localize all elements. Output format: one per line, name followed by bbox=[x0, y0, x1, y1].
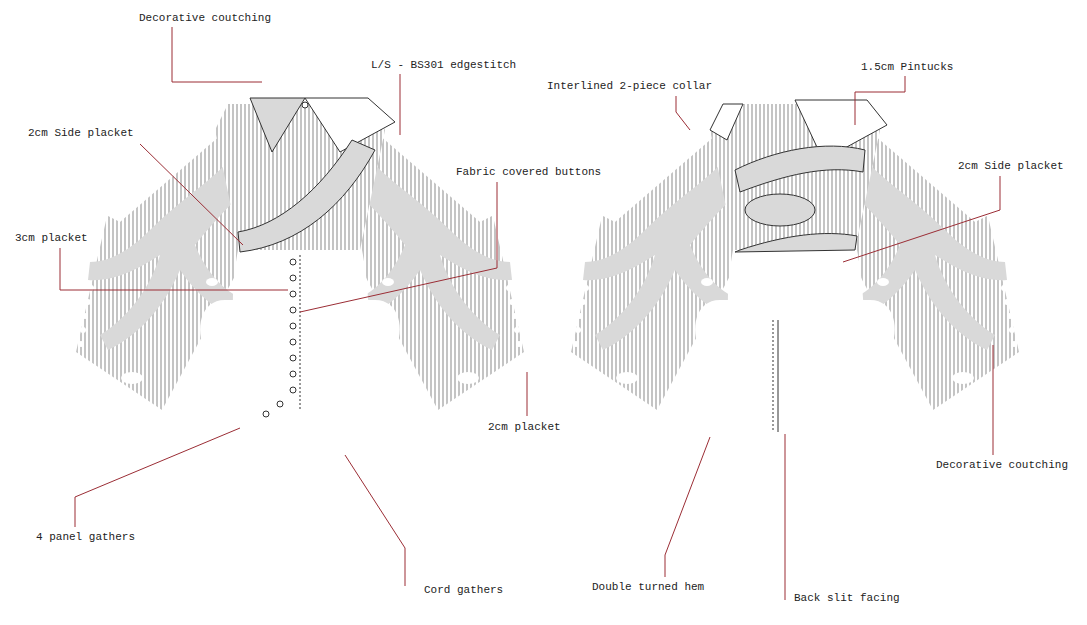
front-view-part bbox=[290, 275, 296, 281]
front-view-part bbox=[300, 255, 301, 410]
leader-lines-part bbox=[665, 437, 710, 577]
back-view-part bbox=[571, 104, 1019, 475]
leader-lines-part bbox=[843, 176, 1000, 262]
back-view-part bbox=[773, 320, 774, 432]
front-view-part bbox=[250, 98, 305, 152]
leader-lines-part bbox=[75, 428, 240, 527]
front-view-part bbox=[302, 102, 308, 108]
front-view-part bbox=[290, 339, 296, 345]
leader-lines-part bbox=[527, 372, 528, 416]
back-view-part bbox=[778, 320, 779, 432]
front-view-part bbox=[290, 307, 296, 313]
callout-label: Double turned hem bbox=[591, 580, 705, 594]
callout-label: Cord gathers bbox=[423, 583, 504, 597]
front-view-part bbox=[290, 387, 296, 393]
callout-label: 4 panel gathers bbox=[35, 530, 136, 544]
back-view-part bbox=[710, 104, 743, 140]
front-view-part bbox=[290, 355, 296, 361]
leader-lines-part bbox=[300, 182, 497, 312]
back-view bbox=[571, 100, 1019, 475]
callout-label: Interlined 2-piece collar bbox=[546, 79, 713, 93]
leader-lines-part bbox=[676, 96, 690, 130]
leader-lines-part bbox=[345, 455, 405, 586]
callout-label: Decorative coutching bbox=[138, 11, 272, 25]
callout-label: 2cm placket bbox=[487, 420, 562, 434]
leader-lines-part bbox=[785, 434, 786, 600]
front-view-part bbox=[290, 291, 296, 297]
front-view-part bbox=[290, 259, 296, 265]
leader-lines-part bbox=[855, 76, 905, 125]
callout-label: 2cm Side placket bbox=[957, 159, 1065, 173]
front-view bbox=[76, 98, 524, 475]
callout-label: Fabric covered buttons bbox=[455, 165, 602, 179]
leader-lines-part bbox=[993, 345, 994, 455]
front-view-part bbox=[238, 140, 375, 252]
front-view-part bbox=[290, 371, 296, 377]
callout-label: 3cm placket bbox=[14, 231, 89, 245]
leader-lines-part bbox=[172, 27, 262, 82]
callout-label: L/S - BS301 edgestitch bbox=[370, 58, 517, 72]
callout-label: 2cm Side placket bbox=[27, 126, 135, 140]
front-view-part bbox=[263, 411, 269, 417]
leader-lines-part bbox=[140, 144, 243, 245]
back-view-part bbox=[735, 146, 865, 192]
leader-lines bbox=[60, 27, 1000, 600]
back-view-part bbox=[735, 234, 857, 252]
leader-lines-part bbox=[400, 74, 401, 135]
front-view-part bbox=[277, 401, 283, 407]
front-view-part bbox=[290, 323, 296, 329]
callout-label: Back slit facing bbox=[793, 591, 901, 605]
leader-lines-part bbox=[60, 248, 288, 290]
back-view-part bbox=[745, 194, 815, 226]
callout-label: Decorative coutching bbox=[935, 458, 1069, 472]
callout-label: 1.5cm Pintucks bbox=[860, 60, 954, 74]
